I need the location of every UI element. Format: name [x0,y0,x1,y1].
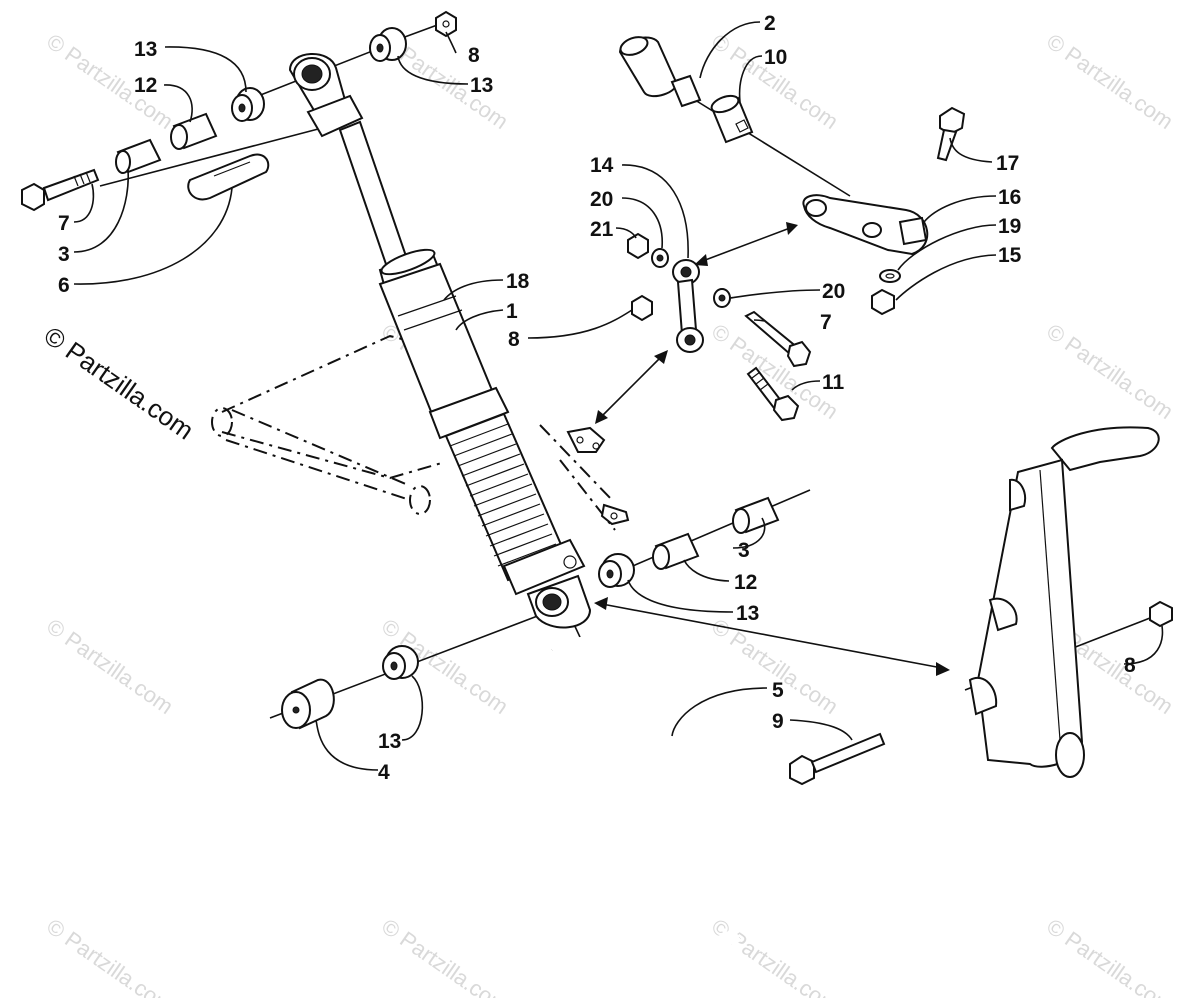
callout-14: 14 [590,154,614,177]
bushing-12-upper [170,112,218,150]
callout-10: 10 [764,46,787,69]
callout-3: 3 [58,243,70,266]
adjuster-knob-2 [618,36,702,108]
callout-13: 13 [736,602,759,625]
assembly-arrows [594,222,950,676]
watermark: © Partzilla.com [1042,914,1178,998]
coil-spring [543,634,751,957]
callout-16: 16 [998,186,1021,209]
callout-18: 18 [506,270,530,293]
callout-17: 17 [996,152,1019,175]
callout-13: 13 [134,38,157,61]
callout-12: 12 [734,571,757,594]
sleeve-3-lower [732,496,780,534]
callout-12: 12 [134,74,157,97]
nut-8-middle [631,294,653,322]
callout-1: 1 [506,300,518,323]
bolt-7-upper [21,168,100,212]
washer-19 [879,269,901,283]
bumper-6 [187,153,270,201]
collar-10 [710,94,754,144]
nut-15 [871,288,895,316]
callout-3: 3 [738,539,750,562]
callout-21: 21 [590,218,614,241]
bolt-9 [789,732,886,786]
bolt-17 [936,106,966,162]
washer-20-left [651,248,669,268]
callout-13: 13 [470,74,493,97]
callout-8: 8 [468,44,480,67]
callout-labels: 13 12 7 3 6 8 13 2 10 17 14 16 20 21 19 … [58,12,1136,784]
washer-13-lower-left [382,645,419,680]
nut-8-spindle [1149,600,1173,628]
watermark-main: © Partzilla.com [39,320,200,445]
watermark: © Partzilla.com [1042,319,1178,425]
frame-bracket [566,426,630,526]
washer-20-right [713,288,731,308]
link-rod-14 [672,259,704,353]
nut-21 [627,232,649,260]
watermark: © Partzilla.com [707,914,843,998]
leader-lines [73,21,1164,771]
callout-2: 2 [764,12,776,35]
shock-absorber [288,53,592,629]
callout-4: 4 [378,761,390,784]
a-arm-phantom [211,334,616,531]
washer-13-upper-left [231,87,265,122]
watermark: © Partzilla.com [42,914,178,998]
callout-13: 13 [378,730,401,753]
watermark: © Partzilla.com [377,914,513,998]
watermark: © Partzilla.com [42,614,178,720]
callout-9: 9 [772,710,784,733]
watermark: © Partzilla.com [42,29,178,135]
spindle [968,426,1160,778]
callout-7: 7 [820,311,832,334]
callout-11: 11 [822,371,845,394]
callout-20: 20 [822,280,845,303]
spacer-4 [281,678,335,730]
callout-7: 7 [58,212,70,235]
callout-20: 20 [590,188,613,211]
bushing-12-lower [652,532,700,570]
callout-19: 19 [998,215,1021,238]
callout-6: 6 [58,274,70,297]
callout-5: 5 [772,679,784,702]
bolt-7-link [744,310,812,368]
nut-8-top [435,10,457,38]
lever-arm-16 [802,194,929,256]
watermark: © Partzilla.com [707,614,843,720]
washer-13-lower-right [598,553,635,588]
sleeve-3-upper [115,138,162,174]
watermark: © Partzilla.com [1042,29,1178,135]
callout-15: 15 [998,244,1022,267]
washer-13-upper-right [369,27,407,62]
bolt-11 [746,366,800,422]
callout-8: 8 [508,328,520,351]
callout-8: 8 [1124,654,1136,677]
